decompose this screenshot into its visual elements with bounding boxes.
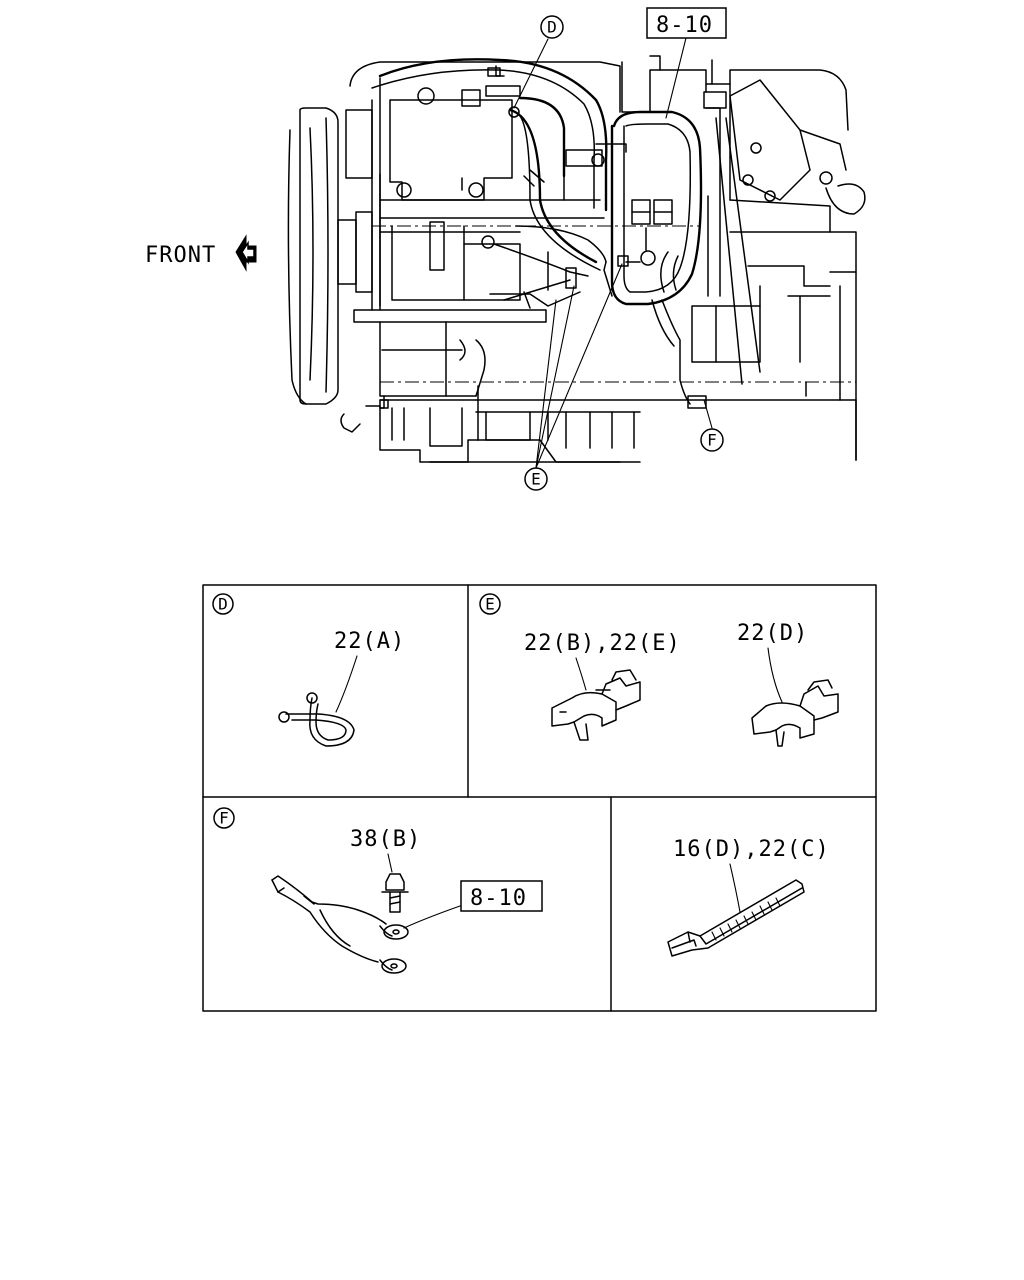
panel-d: D 22(A) — [212, 593, 405, 747]
ref-box-8-10-top: 8-10 — [646, 7, 727, 39]
ref-box-8-10-detail-label: 8-10 — [470, 886, 527, 911]
callout-e-label: E — [531, 470, 541, 489]
panel-tie-part: 16(D),22(C) — [673, 837, 830, 862]
panel-f-bolt: 38(B) — [350, 827, 421, 852]
callout-d-label: D — [547, 18, 557, 37]
ref-box-8-10-top-label: 8-10 — [656, 13, 713, 38]
ref-box-8-10-detail: 8-10 — [460, 880, 543, 912]
detail-grid — [202, 584, 877, 1012]
panel-d-part: 22(A) — [334, 629, 405, 654]
ground-cable-icon — [271, 875, 409, 974]
panel-e-part-right: 22(D) — [737, 621, 808, 646]
callout-e: E — [524, 467, 548, 491]
panel-f: F 38(B) 8-10 — [213, 807, 543, 974]
engine-view: FRONT — [145, 7, 866, 491]
callout-f-label: F — [707, 431, 717, 450]
panel-tie: 16(D),22(C) — [667, 837, 830, 957]
panel-e-part-left: 22(B),22(E) — [524, 631, 681, 656]
panel-d-id: D — [218, 595, 228, 614]
callout-f: F — [700, 428, 724, 452]
callout-leaders — [508, 37, 713, 469]
panel-f-id: F — [219, 809, 229, 828]
harness-clamp-icon — [551, 669, 641, 741]
callout-d: D — [540, 15, 564, 39]
p-clip-icon — [278, 692, 355, 747]
bolt-icon — [381, 873, 409, 913]
engine-right-side — [621, 55, 866, 461]
harness-clamp-d-icon — [751, 679, 839, 747]
panel-e-id: E — [485, 595, 495, 614]
panel-e: E 22(B),22(E) 22(D) — [479, 593, 839, 747]
fan-pulley — [287, 107, 373, 433]
engine-block — [345, 61, 857, 463]
wiring-harness — [371, 58, 707, 409]
cable-tie-icon — [667, 879, 805, 957]
front-arrow-outline — [241, 240, 255, 265]
front-label: FRONT — [145, 243, 216, 268]
